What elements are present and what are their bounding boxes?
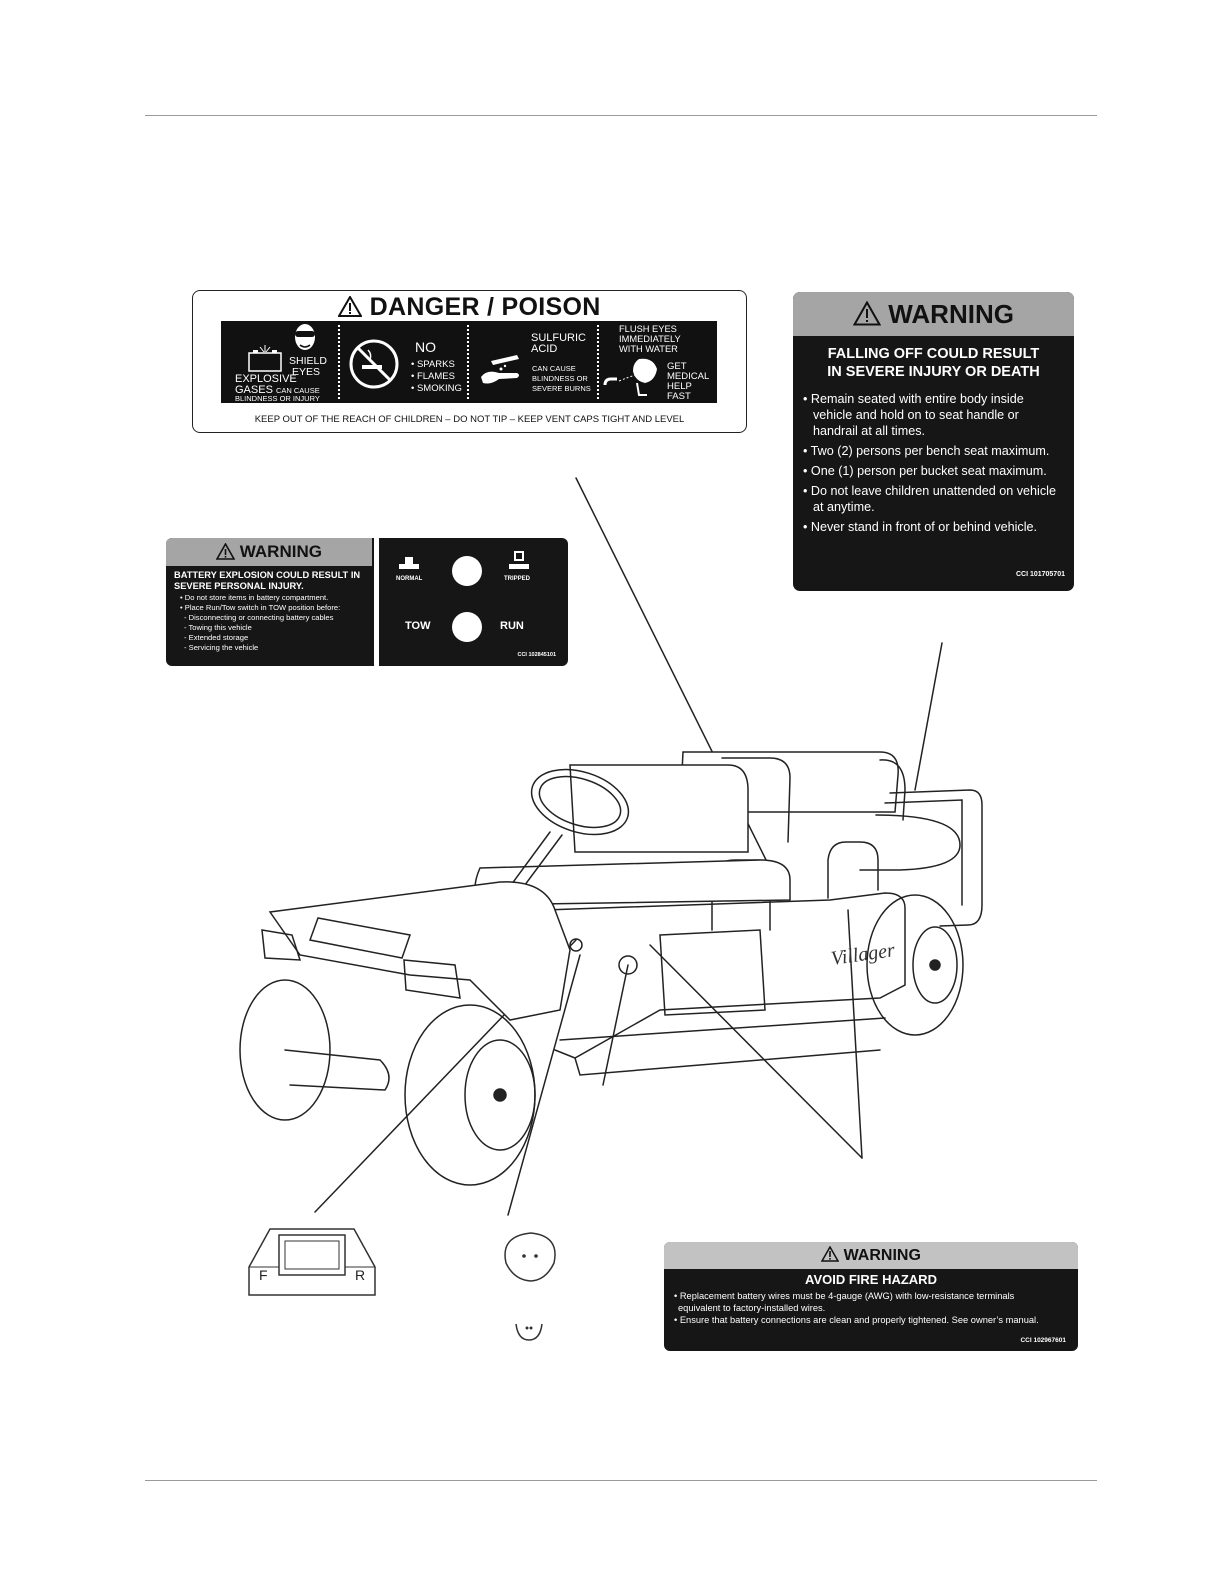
warning-bullets: • Remain seated with entire body inside … [793, 391, 1074, 535]
warning-lines: • Do not store items in battery compartm… [180, 593, 372, 653]
bottom-rule [145, 1480, 1097, 1481]
warning-header: WARNING [793, 292, 1074, 336]
tripped-label: TRIPPED [504, 576, 531, 582]
warning-header: WARNING [166, 538, 372, 566]
list-item: - Towing this vehicle [184, 623, 252, 632]
warning-headline: AVOID FIRE HAZARD [805, 1272, 937, 1287]
warning-seating-decal: WARNING FALLING OFF COULD RESULT IN SEVE… [793, 292, 1074, 591]
list-item: • Ensure that battery connections are cl… [674, 1315, 1039, 1325]
list-item: • Do not store items in battery compartm… [180, 593, 329, 602]
sulfuric-acid-text: SULFURIC ACID [531, 332, 587, 355]
breaker-knob-icon [452, 556, 482, 586]
fr-switch-housing-icon [248, 1228, 376, 1296]
reverse-label: R [355, 1267, 366, 1283]
battery-explosion-icon [248, 345, 282, 372]
forward-label: F [259, 1267, 268, 1283]
decal-code: CCI 102967601 [1020, 1337, 1066, 1344]
top-rule [145, 115, 1097, 116]
breaker-tripped-icon [509, 551, 529, 569]
list-item: • Place Run/Tow switch in TOW position b… [180, 603, 341, 612]
decal-code: CCI 101705701 [1015, 571, 1065, 578]
run-label: RUN [500, 620, 524, 632]
blindness-injury-text: BLINDNESS OR INJURY [235, 394, 320, 403]
goggles-face-icon [295, 324, 315, 350]
no-smoking-icon [349, 339, 399, 389]
list-item: - Disconnecting or connecting battery ca… [184, 613, 334, 622]
no-list: • SPARKS • FLAMES • SMOKING [411, 359, 462, 394]
danger-footer: KEEP OUT OF THE REACH OF CHILDREN – DO N… [254, 414, 685, 425]
no-text: NO [415, 339, 436, 355]
list-item: - Servicing the vehicle [184, 643, 259, 652]
warning-battery-decal: WARNING BATTERY EXPLOSION COULD RESULT I… [166, 538, 568, 666]
divider [338, 325, 340, 399]
warning-fire-decal: WARNING AVOID FIRE HAZARD • Replacement … [664, 1242, 1078, 1351]
get-medical-help-text: GET MEDICAL HELP FAST [667, 361, 710, 402]
tow-label: TOW [405, 620, 431, 632]
warning-triangle-icon [338, 295, 363, 317]
villager-badge: Villager [830, 939, 897, 970]
acid-burn-hand-icon [481, 355, 519, 384]
decal-code: CCI 102845101 [517, 652, 556, 658]
warning-battery-text-panel: WARNING BATTERY EXPLOSION COULD RESULT I… [166, 538, 372, 666]
gases-text: GASES CAN CAUSE [235, 384, 320, 396]
danger-title: DANGER / POISON [193, 293, 746, 322]
flush-eyes-text: FLUSH EYES IMMEDIATELY WITH WATER [619, 324, 681, 354]
list-item: equivalent to factory-installed wires. [678, 1303, 826, 1313]
divider [374, 538, 379, 666]
list-item: • Never stand in front of or behind vehi… [803, 520, 1038, 534]
warning-bullets: • Replacement battery wires must be 4-ga… [670, 1290, 1078, 1326]
normal-label: NORMAL [396, 576, 423, 582]
shield-eyes-text: SHIELD EYES [289, 355, 327, 379]
list-item: • Do not leave children unattended on ve… [803, 484, 1056, 514]
forward-reverse-switch-detail: F R [237, 1227, 387, 1307]
divider [467, 325, 469, 399]
warning-triangle-icon [853, 301, 882, 326]
acid-effects-text: CAN CAUSE BLINDNESS OR SEVERE BURNS [532, 364, 591, 393]
tow-run-knob-detail-icon [504, 1232, 556, 1341]
warning-triangle-icon [216, 542, 236, 560]
list-item: • Replacement battery wires must be 4-ga… [674, 1291, 1015, 1301]
list-item: • Two (2) persons per bench seat maximum… [803, 444, 1050, 458]
divider [597, 325, 599, 399]
list-item: - Extended storage [184, 633, 249, 642]
warning-header: WARNING [664, 1242, 1078, 1269]
breaker-normal-icon [399, 557, 419, 569]
list-item: • Remain seated with entire body inside … [803, 392, 1024, 438]
danger-poison-decal: DANGER / POISON SHIELD EYES EXPLOSIVE GA… [192, 290, 747, 433]
warning-triangle-icon [821, 1246, 840, 1263]
list-item: • One (1) person per bucket seat maximum… [803, 464, 1047, 478]
warning-headline: FALLING OFF COULD RESULT IN SEVERE INJUR… [827, 346, 1040, 380]
run-tow-knob-icon [452, 612, 482, 642]
warning-headline: BATTERY EXPLOSION COULD RESULT IN SEVERE… [174, 570, 361, 591]
eye-wash-icon [603, 358, 657, 396]
explosive-text: EXPLOSIVE [235, 373, 297, 385]
danger-panel: SHIELD EYES EXPLOSIVE GASES CAN CAUSE BL… [221, 321, 717, 403]
